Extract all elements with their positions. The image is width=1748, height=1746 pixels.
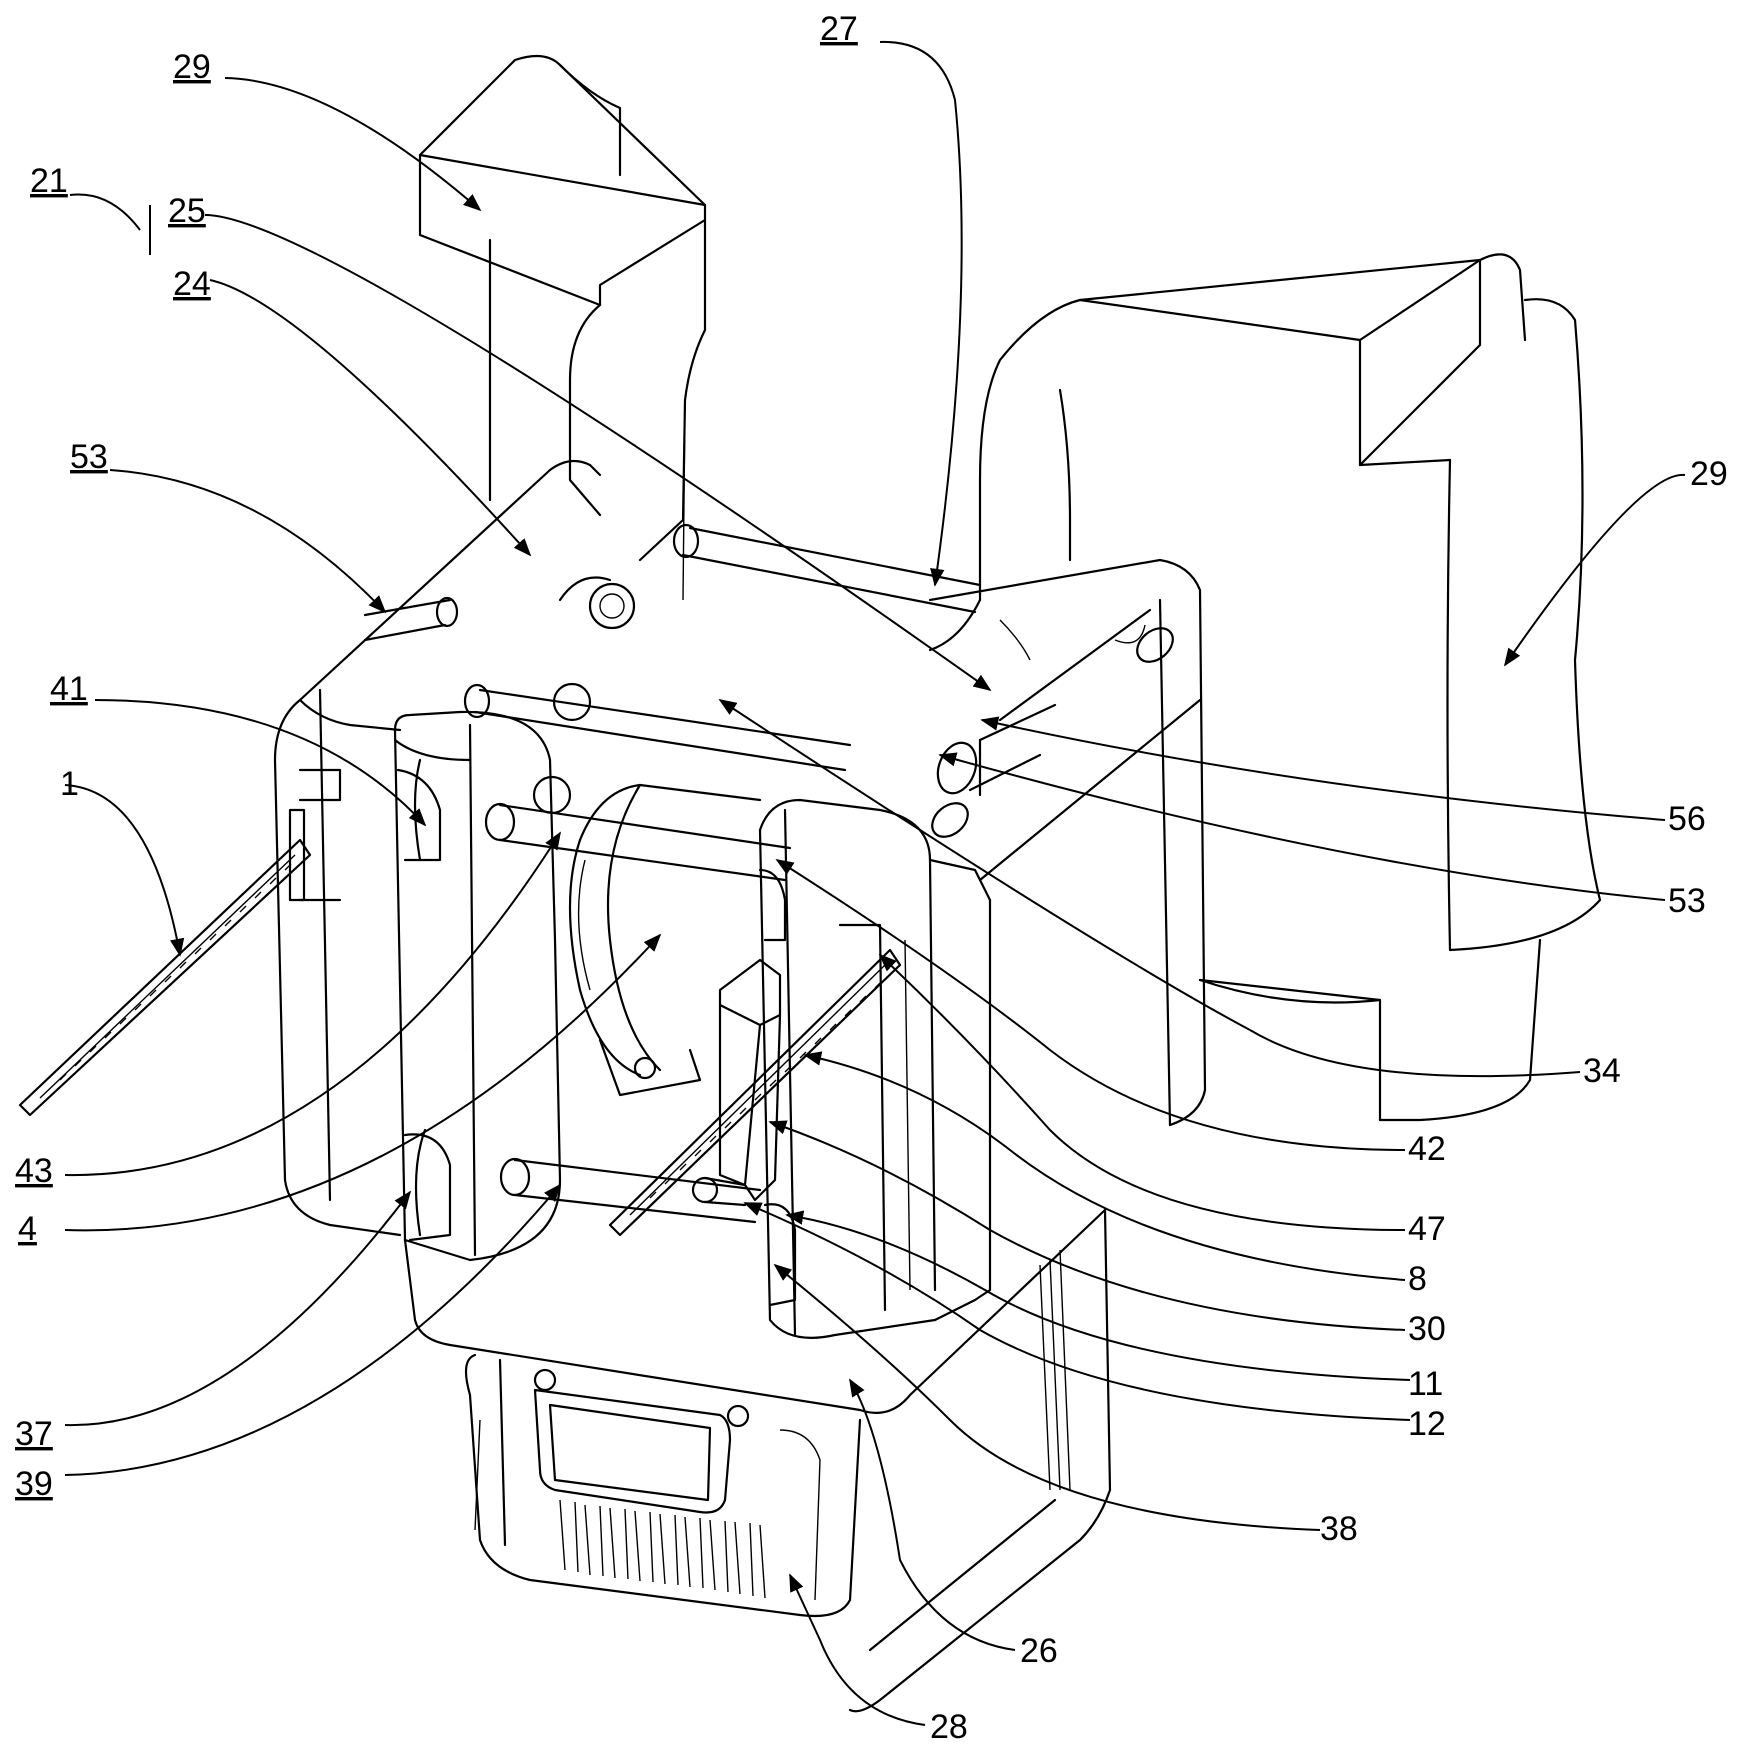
middle-right-plate xyxy=(758,798,992,1339)
rear-frame xyxy=(928,558,1207,1127)
label-27: 27 xyxy=(820,10,858,48)
label-12: 12 xyxy=(1408,1405,1446,1443)
label-53-right: 53 xyxy=(1668,882,1706,920)
perforated-rail-right xyxy=(608,948,902,1237)
label-26: 26 xyxy=(1020,1632,1058,1670)
label-38: 38 xyxy=(1320,1510,1358,1548)
left-side-plate xyxy=(273,459,636,1237)
label-42: 42 xyxy=(1408,1130,1446,1168)
battery-pack xyxy=(464,1353,862,1618)
label-29-right: 29 xyxy=(1690,455,1728,493)
label-43: 43 xyxy=(15,1152,53,1190)
label-41: 41 xyxy=(50,670,88,708)
label-28: 28 xyxy=(930,1708,968,1746)
label-4: 4 xyxy=(18,1210,37,1248)
label-37: 37 xyxy=(15,1415,53,1453)
label-24: 24 xyxy=(173,265,211,303)
label-29-left: 29 xyxy=(173,48,211,86)
label-47: 47 xyxy=(1408,1210,1446,1248)
label-56: 56 xyxy=(1668,800,1706,838)
left-handle xyxy=(418,54,707,601)
latch-mechanism xyxy=(691,958,782,1207)
perforated-rail-left xyxy=(18,838,312,1117)
label-39: 39 xyxy=(15,1465,53,1503)
middle-left-plate xyxy=(393,710,562,1262)
label-25: 25 xyxy=(168,192,206,230)
label-53-left: 53 xyxy=(70,438,108,476)
label-11: 11 xyxy=(1408,1365,1443,1403)
right-handle xyxy=(928,253,1602,1122)
callout-labels: 29 21 25 24 27 29 53 41 1 43 4 37 39 56 … xyxy=(15,10,1728,1746)
label-1: 1 xyxy=(60,765,79,803)
label-21: 21 xyxy=(30,162,68,200)
label-30: 30 xyxy=(1408,1310,1446,1348)
leader-lines xyxy=(64,40,1686,1726)
label-8: 8 xyxy=(1408,1260,1427,1298)
shafts xyxy=(363,523,1057,1224)
label-34: 34 xyxy=(1583,1052,1621,1090)
drive-roller xyxy=(568,783,762,1097)
